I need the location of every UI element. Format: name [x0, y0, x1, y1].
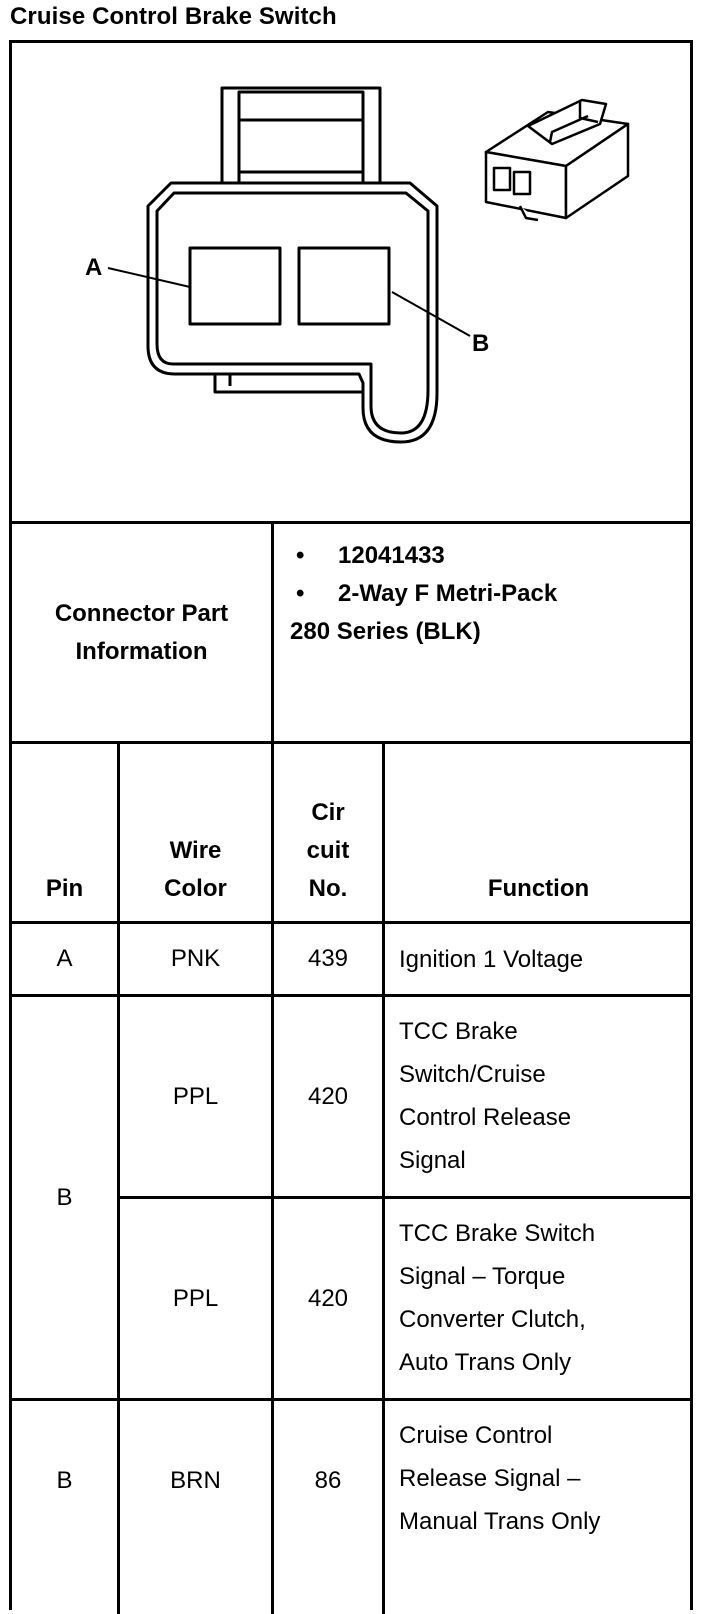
table-cell-color: PPL	[172, 1082, 219, 1110]
function-line: TCC Brake Switch	[399, 1220, 596, 1247]
header-line: cuit	[306, 837, 350, 864]
pinout-table-frame	[9, 40, 693, 1610]
table-cell-function: Ignition 1 Voltage	[399, 945, 584, 973]
table-cell-function: TCC Brake Switch Signal – Torque Convert…	[395, 1212, 690, 1388]
divider	[117, 1196, 692, 1199]
function-line: Switch/Cruise	[399, 1061, 546, 1088]
function-line: Converter Clutch,	[399, 1306, 586, 1333]
list-item: •12041433	[296, 542, 445, 569]
connector-part-details: •12041433 •2-Way F Metri-Pack 280 Series…	[290, 537, 558, 651]
header-function: Function	[487, 875, 590, 902]
table-cell-circuit: 420	[307, 1082, 349, 1110]
table-cell-pin: A	[56, 945, 73, 972]
function-line: Control Release	[399, 1104, 572, 1131]
connector-part-label-line: Information	[75, 638, 208, 665]
divider	[10, 994, 692, 997]
page-title: Cruise Control Brake Switch	[10, 3, 337, 30]
divider	[10, 1398, 692, 1401]
function-line: Cruise Control	[399, 1422, 553, 1449]
header-wire-color: Wire Color	[120, 830, 271, 910]
table-cell-color: PNK	[170, 945, 221, 972]
connector-series: 280 Series (BLK)	[290, 618, 481, 645]
header-line: Color	[164, 875, 227, 902]
connector-type: 2-Way F Metri-Pack	[338, 580, 558, 607]
connector-part-label: Connector Part Information	[12, 595, 271, 671]
function-line: Release Signal –	[399, 1465, 581, 1492]
connector-face-drawing: A B	[85, 86, 489, 444]
function-line: Signal – Torque	[399, 1263, 566, 1290]
table-cell-function: Cruise Control Release Signal – Manual T…	[395, 1414, 690, 1546]
connector-part-label-line: Connector Part	[54, 600, 229, 627]
header-line: No.	[308, 875, 348, 902]
table-cell-circuit: 420	[307, 1284, 349, 1312]
table-cell-circuit: 86	[314, 1467, 342, 1494]
function-line: TCC Brake	[399, 1018, 518, 1045]
table-cell-function: TCC Brake Switch/Cruise Control Release …	[395, 1010, 690, 1186]
table-cell-pin: B	[56, 1467, 73, 1494]
divider	[10, 741, 692, 744]
divider	[117, 742, 120, 1614]
table-cell-color: BRN	[170, 1467, 221, 1494]
function-line: Signal	[399, 1147, 466, 1174]
pin-label-b: B	[472, 330, 489, 357]
header-line: Wire	[169, 837, 222, 864]
table-cell-circuit: 439	[307, 945, 349, 972]
table-cell-pin: B	[56, 1183, 73, 1211]
connector-3d-icon	[484, 98, 630, 222]
divider	[10, 921, 692, 924]
pin-label-a: A	[85, 254, 102, 281]
function-line: Auto Trans Only	[399, 1349, 572, 1376]
table-cell-color: PPL	[172, 1284, 219, 1312]
list-item: •2-Way F Metri-Pack	[296, 580, 558, 607]
header-pin: Pin	[45, 875, 84, 902]
divider	[382, 742, 385, 1614]
header-line: Cir	[311, 799, 345, 826]
divider	[271, 522, 274, 742]
header-circuit-no: Cir cuit No.	[274, 792, 382, 910]
divider	[10, 521, 692, 524]
function-line: Manual Trans Only	[399, 1508, 601, 1535]
part-number: 12041433	[338, 542, 445, 569]
divider	[271, 742, 274, 1614]
